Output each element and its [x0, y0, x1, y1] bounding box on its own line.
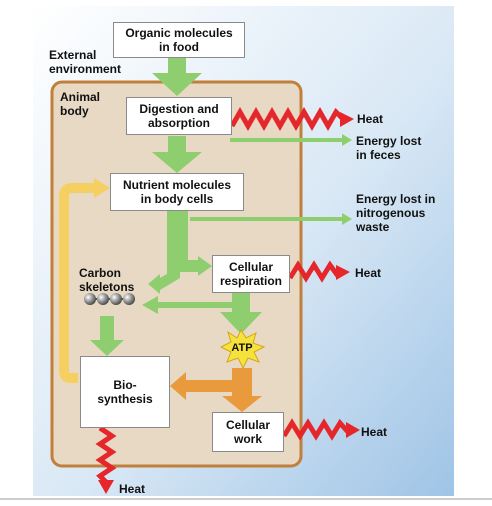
atp-to-work-arrow — [222, 392, 262, 412]
carbon-to-biosynthesis-arrow — [90, 316, 124, 356]
heat-work-zigzag — [281, 418, 350, 441]
carbon-atom-1 — [84, 293, 96, 305]
nutrient-to-carbon-arrow — [148, 250, 180, 294]
heat-bottom-zigzag — [95, 425, 117, 484]
heat-respiration-head — [336, 265, 350, 280]
ingestion-arrow — [152, 56, 202, 96]
feces-arrow — [230, 134, 352, 146]
nitrogenous-waste-label: Energy lost in nitrogenous waste — [356, 192, 436, 234]
cellular-work-box: Cellular work — [212, 412, 284, 452]
heat-work-head — [346, 422, 360, 438]
animal-body-label: Animal body — [60, 90, 101, 118]
heat-work-label: Heat — [361, 425, 388, 439]
external-environment-label: External environment — [49, 48, 122, 76]
heat-respiration-label: Heat — [355, 266, 382, 280]
cellular-respiration-box: Cellular respiration — [212, 255, 290, 293]
heat-digestion-head — [340, 112, 354, 127]
carbon-atom-3 — [110, 293, 122, 305]
carbon-atom-2 — [97, 293, 109, 305]
recycle-arrow-head — [94, 178, 110, 198]
biosynthesis-box: Bio- synthesis — [80, 356, 170, 428]
nitrogenous-waste-arrow — [190, 213, 352, 225]
heat-digestion-label: Heat — [357, 112, 384, 126]
food-box: Organic molecules in food — [113, 22, 245, 58]
carbon-atom-4 — [123, 293, 135, 305]
atp-to-biosynthesis-arrow — [170, 368, 252, 404]
heat-bottom-head — [98, 480, 114, 494]
respiration-output-arrow — [142, 290, 262, 334]
heat-bottom-label: Heat — [119, 482, 146, 496]
heat-respiration-zigzag — [287, 260, 341, 283]
absorption-arrow — [152, 136, 202, 173]
recycle-arrow — [59, 183, 96, 383]
feces-label: Energy lost in feces — [356, 134, 422, 162]
atp-star-shape — [219, 328, 266, 370]
digestion-box: Digestion and absorption — [126, 97, 232, 135]
heat-digestion-zigzag — [229, 106, 346, 132]
atp-label: ATP — [231, 342, 253, 354]
carbon-skeletons-label: Carbon skeletons — [79, 266, 135, 294]
nutrient-molecules-box: Nutrient molecules in body cells — [110, 173, 244, 211]
